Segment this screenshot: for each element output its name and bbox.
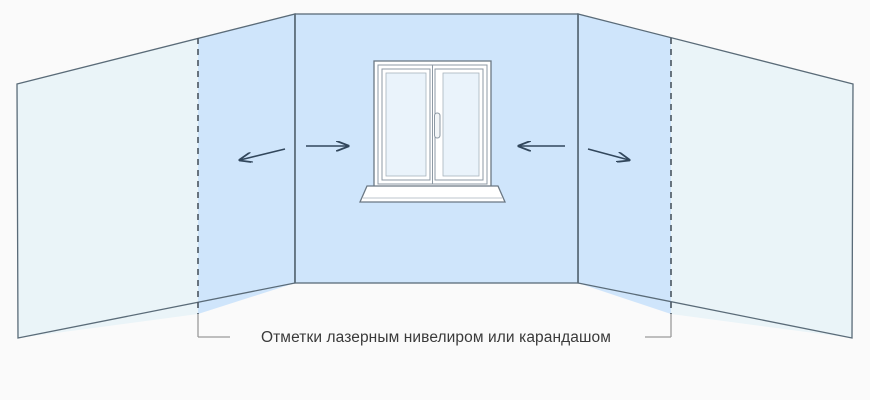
- window-glass-left: [385, 72, 427, 177]
- left-wall-far-panel: [17, 38, 198, 338]
- window-group: [359, 60, 506, 203]
- caption-leader-group: [197, 314, 672, 338]
- caption-label: Отметки лазерным нивелиром или карандашо…: [261, 329, 611, 346]
- arrow-right-outer: [587, 148, 629, 160]
- window-handle-icon: [434, 112, 441, 139]
- arrows-group: [240, 146, 629, 160]
- window-sill: [359, 185, 506, 203]
- left-wall-near-panel: [198, 14, 295, 314]
- left-wall-group: [16, 13, 296, 339]
- right-wall-group: [577, 13, 854, 339]
- right-wall-far-panel: [671, 38, 853, 338]
- right-wall-near-panel: [578, 14, 671, 314]
- window-glass-right: [442, 72, 480, 177]
- arrow-left-outer: [240, 148, 286, 160]
